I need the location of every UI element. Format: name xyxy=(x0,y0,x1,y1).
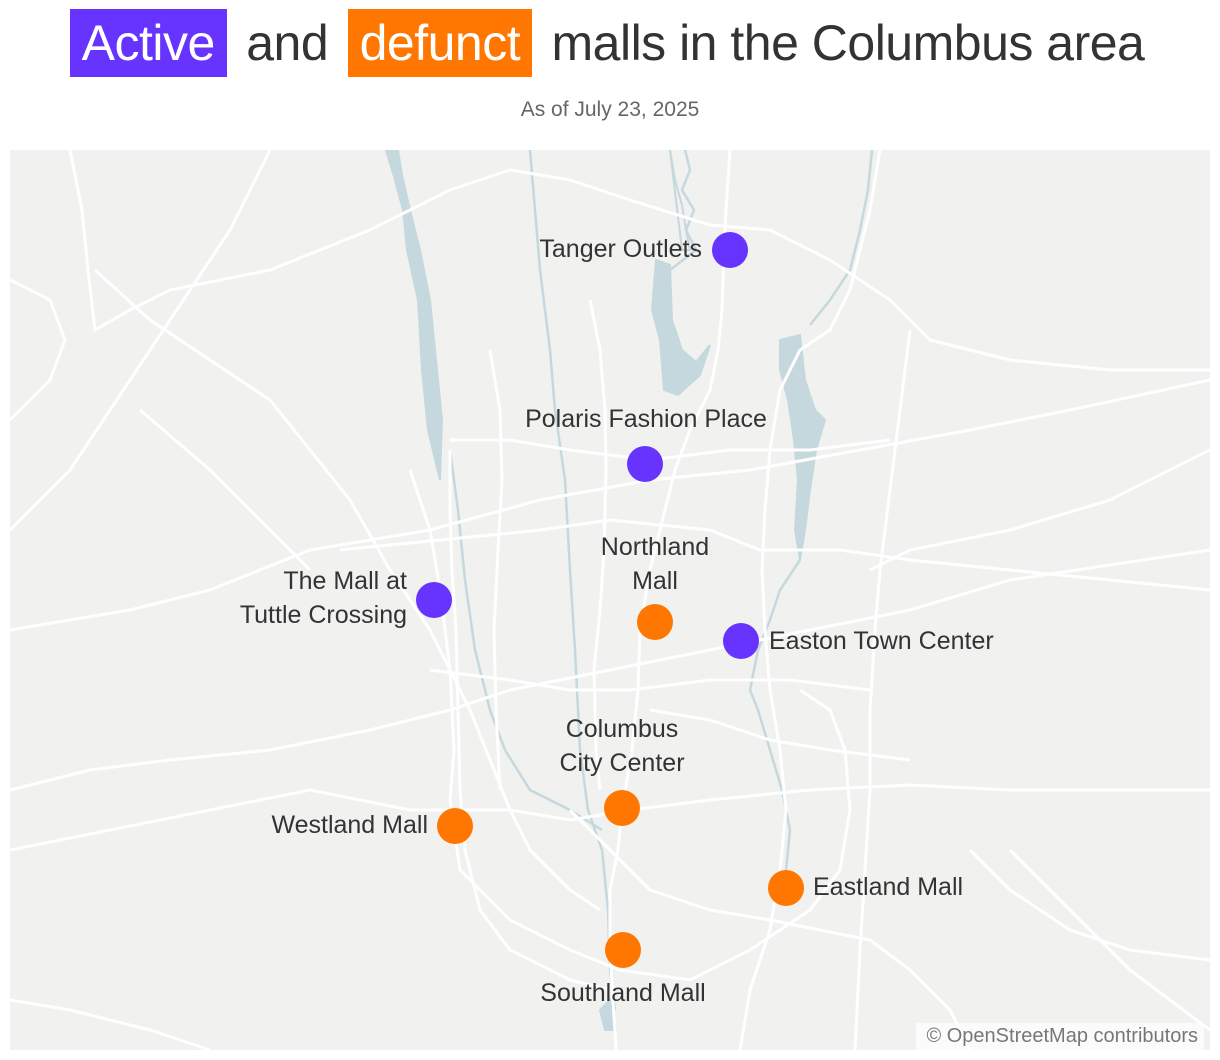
title-and: and xyxy=(246,15,329,71)
label-text: Southland Mall xyxy=(540,979,706,1007)
marker-southland-mall[interactable] xyxy=(605,932,641,968)
label-text-line2: Tuttle Crossing xyxy=(239,601,407,629)
title-active-highlight: Active xyxy=(69,9,227,77)
marker-mall-at-tuttle-crossing[interactable] xyxy=(416,582,452,618)
label-easton-town-center: Easton Town Center xyxy=(769,624,994,658)
label-tanger-outlets: Tanger Outlets xyxy=(539,232,702,266)
label-text: Polaris Fashion Place xyxy=(525,405,767,433)
label-text-line1: Columbus xyxy=(565,715,679,743)
label-text-line2: Mall xyxy=(632,567,678,595)
label-mall-at-tuttle-crossing: The Mall at Tuttle Crossing xyxy=(240,564,407,632)
map-canvas[interactable]: Tanger Outlets Polaris Fashion Place Nor… xyxy=(10,150,1210,1050)
marker-tanger-outlets[interactable] xyxy=(712,232,748,268)
marker-polaris-fashion-place[interactable] xyxy=(627,446,663,482)
marker-columbus-city-center[interactable] xyxy=(604,790,640,826)
marker-easton-town-center[interactable] xyxy=(723,623,759,659)
label-text-line1: The Mall at xyxy=(283,567,407,595)
label-westland-mall: Westland Mall xyxy=(271,808,428,842)
water-features xyxy=(384,150,827,1031)
label-text-line1: Northland xyxy=(600,533,710,561)
label-text: Tanger Outlets xyxy=(539,235,702,263)
basemap xyxy=(10,150,1210,1050)
label-southland-mall: Southland Mall xyxy=(540,976,705,1010)
marker-westland-mall[interactable] xyxy=(437,808,473,844)
label-columbus-city-center: Columbus City Center xyxy=(559,712,684,780)
label-eastland-mall: Eastland Mall xyxy=(813,870,963,904)
subtitle-date: As of July 23, 2025 xyxy=(520,98,700,121)
label-northland-mall: Northland Mall xyxy=(601,530,709,598)
label-text: Easton Town Center xyxy=(769,627,994,655)
map-attribution[interactable]: © OpenStreetMap contributors xyxy=(916,1023,1204,1050)
label-text: Westland Mall xyxy=(271,811,428,839)
title-rest: malls in the Columbus area xyxy=(551,15,1145,71)
rivers xyxy=(448,150,874,1011)
title-defunct-highlight: defunct xyxy=(347,9,533,77)
label-text: Eastland Mall xyxy=(813,873,964,901)
roads xyxy=(10,150,1210,1050)
chart-title: Active and defunct malls in the Columbus… xyxy=(0,8,1220,78)
marker-northland-mall[interactable] xyxy=(637,604,673,640)
marker-eastland-mall[interactable] xyxy=(768,870,804,906)
label-text-line2: City Center xyxy=(559,749,685,777)
label-polaris-fashion-place: Polaris Fashion Place xyxy=(525,402,767,436)
